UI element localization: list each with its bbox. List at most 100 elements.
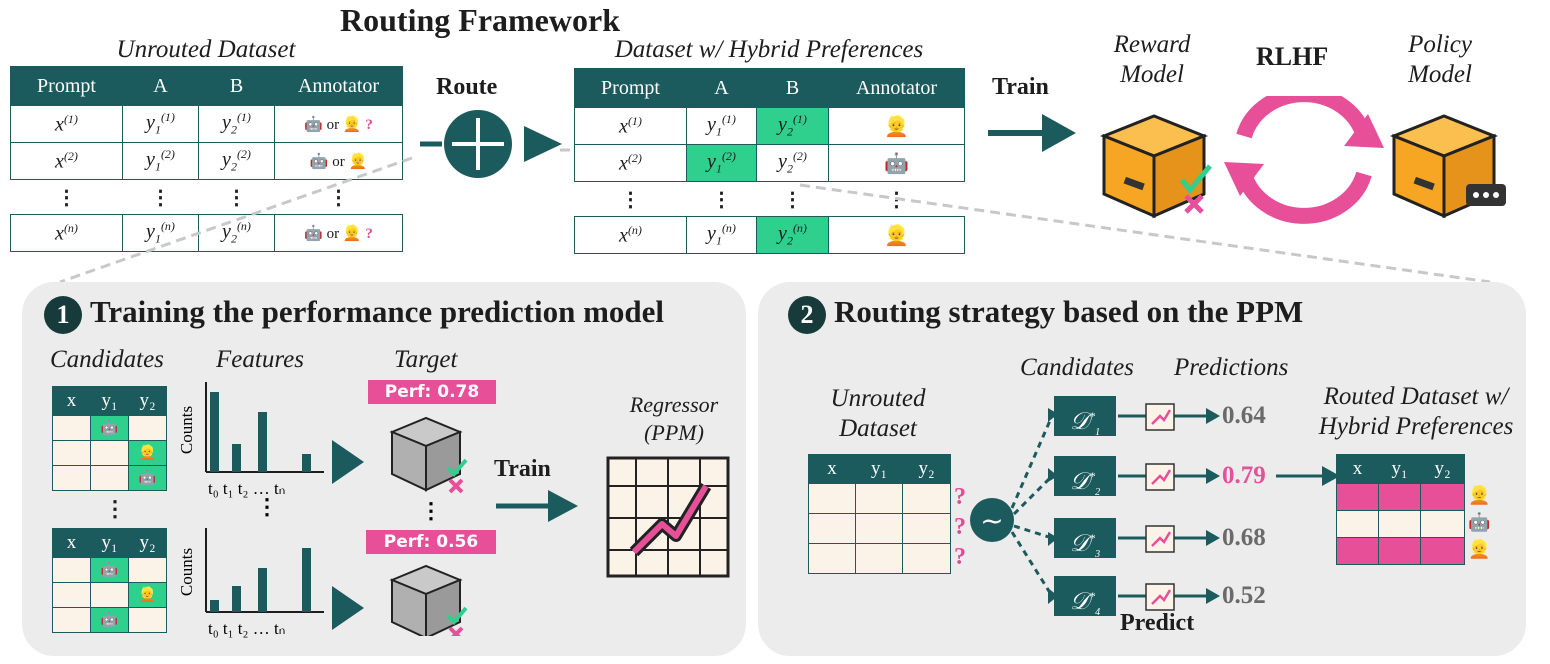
regressor-label: Regressor — [629, 392, 719, 417]
routed-label: Routed Dataset w/ — [1323, 383, 1509, 410]
unrouted-table: Prompt A B Annotator x(1)y1(1)y2(1) 🤖 or… — [10, 66, 403, 252]
table-row: x(n)y1(n)y2(n) 👱 — [574, 216, 965, 254]
hybrid-pref-label: Hybrid Preferences — [1318, 413, 1514, 440]
svg-text:~: ~ — [980, 504, 1003, 537]
hybrid-caption: Dataset w/ Hybrid Preferences — [614, 36, 924, 63]
person-icon: 👱 — [348, 153, 368, 170]
robot-icon: 🤖 — [309, 153, 329, 170]
reward-model-box-icon — [1099, 114, 1212, 219]
arrow-icon — [1042, 114, 1076, 152]
person-icon: 👱 — [342, 116, 362, 133]
dataset-label: Dataset — [839, 415, 917, 442]
svg-text:t₀ t₁ t₂ … tₙ: t₀ t₁ t₂ … tₙ — [208, 479, 285, 498]
svg-text:⋮: ⋮ — [256, 494, 278, 519]
panel1-title-text: Training the performance prediction mode… — [90, 294, 665, 329]
or-label: or — [326, 116, 340, 133]
prediction-value: 0.52 — [1222, 582, 1266, 609]
table-row: x(1)y1(1)y2(1) 👱 — [574, 107, 965, 145]
panel1-train-arrow — [496, 490, 578, 522]
perf-badge-1: Perf: 0.78 — [368, 380, 496, 404]
header-annotator: Annotator — [274, 66, 403, 106]
sampler-icon — [970, 498, 1014, 542]
panel2-title-text: Routing strategy based on the PPM — [834, 294, 1304, 329]
router-graphic — [420, 110, 562, 178]
header-b: B — [756, 68, 829, 108]
step-number-2: 2 — [788, 295, 826, 334]
candidate-d2: 𝒟*2 — [1054, 456, 1116, 498]
policy-model-label: Policy Model — [1408, 31, 1472, 88]
person-icon: 👱 — [342, 225, 362, 242]
header-annotator: Annotator — [828, 68, 965, 108]
route-label: Route — [436, 74, 498, 100]
page-title: Routing Framework — [340, 2, 620, 38]
person-icon: 👱 — [138, 588, 157, 603]
connector-lines — [59, 148, 1491, 284]
train-label: Train — [992, 74, 1049, 100]
p2-candidates-label: Candidates — [1020, 354, 1134, 381]
table-row: x(2)y1(2)y2(2) 🤖 or 👱 — [10, 142, 403, 180]
predict-label: Predict — [1120, 610, 1195, 636]
person-icon: 👱 — [1468, 485, 1491, 505]
gray-box-icon — [389, 416, 468, 494]
panel1-train-label: Train — [494, 456, 551, 482]
table-row: x(1)y1(1)y2(1) 🤖 or 👱 ? — [10, 105, 403, 143]
target-boxes: ⋮ — [389, 416, 468, 636]
candidates-label: Candidates — [50, 346, 164, 373]
target-label: Target — [394, 346, 458, 373]
features-label: Features — [216, 346, 304, 373]
header-prompt: Prompt — [574, 68, 687, 108]
predictions-label: Predictions — [1174, 354, 1289, 381]
prediction-value: 0.64 — [1222, 402, 1266, 429]
candidate-d4: 𝒟*4 — [1054, 576, 1116, 618]
header-prompt: Prompt — [10, 66, 123, 106]
candidate-d1: 𝒟*1 — [1054, 396, 1116, 438]
robot-icon: 🤖 — [1468, 512, 1491, 532]
gray-box-icon — [389, 564, 468, 636]
arrow-icon — [524, 126, 562, 162]
person-icon: 👱 — [884, 224, 909, 247]
cycle-arrow-icon — [1236, 96, 1372, 139]
cycle-arrow-icon — [1236, 171, 1372, 224]
robot-icon: 🤖 — [304, 116, 323, 133]
counts-axis-label: Counts — [177, 406, 196, 454]
robot-icon: 🤖 — [100, 563, 119, 578]
ppm-chart-icon — [606, 456, 730, 578]
feature-arrows — [332, 440, 364, 630]
hybrid-table: Prompt A B Annotator x(1)y1(1)y2(1) 👱 x(… — [574, 68, 965, 254]
header-b: B — [198, 66, 275, 106]
step-number-1: 1 — [44, 295, 82, 334]
robot-icon: 🤖 — [100, 613, 119, 628]
robot-icon: 🤖 — [138, 471, 157, 486]
perf-badge-2: Perf: 0.56 — [366, 530, 496, 554]
svg-text:t₀ t₁ t₂ … tₙ: t₀ t₁ t₂ … tₙ — [208, 619, 285, 638]
ellipsis: ⋮ — [104, 496, 126, 521]
routing-graph: ~ — [970, 403, 1340, 611]
unrouted-label: Unrouted — [830, 385, 926, 412]
person-icon: 👱 — [1468, 539, 1491, 559]
ppm-label: (PPM) — [644, 420, 704, 445]
svg-text:⋮: ⋮ — [420, 498, 442, 523]
or-label: or — [332, 153, 345, 170]
robot-icon: 🤖 — [100, 421, 119, 436]
train-arrow — [988, 114, 1076, 152]
unrouted-caption: Unrouted Dataset — [116, 36, 296, 63]
question-marks: ??? — [954, 484, 966, 570]
table-row: x(2)y1(2)y2(2) 🤖 — [574, 144, 965, 182]
reward-model-label: Reward Model — [1113, 31, 1191, 88]
routed-annotators: 👱 🤖 👱 — [1468, 482, 1490, 563]
header-a: A — [686, 68, 757, 108]
rlhf-graphic — [1099, 96, 1506, 224]
prediction-value: 0.68 — [1222, 524, 1266, 551]
or-label: or — [326, 225, 340, 242]
candidate-d3: 𝒟*3 — [1054, 518, 1116, 560]
robot-icon: 🤖 — [304, 225, 323, 242]
mini-ppm-icon — [1145, 403, 1175, 611]
counts-axis-label: Counts — [177, 548, 196, 596]
question-mark: ? — [365, 225, 373, 242]
